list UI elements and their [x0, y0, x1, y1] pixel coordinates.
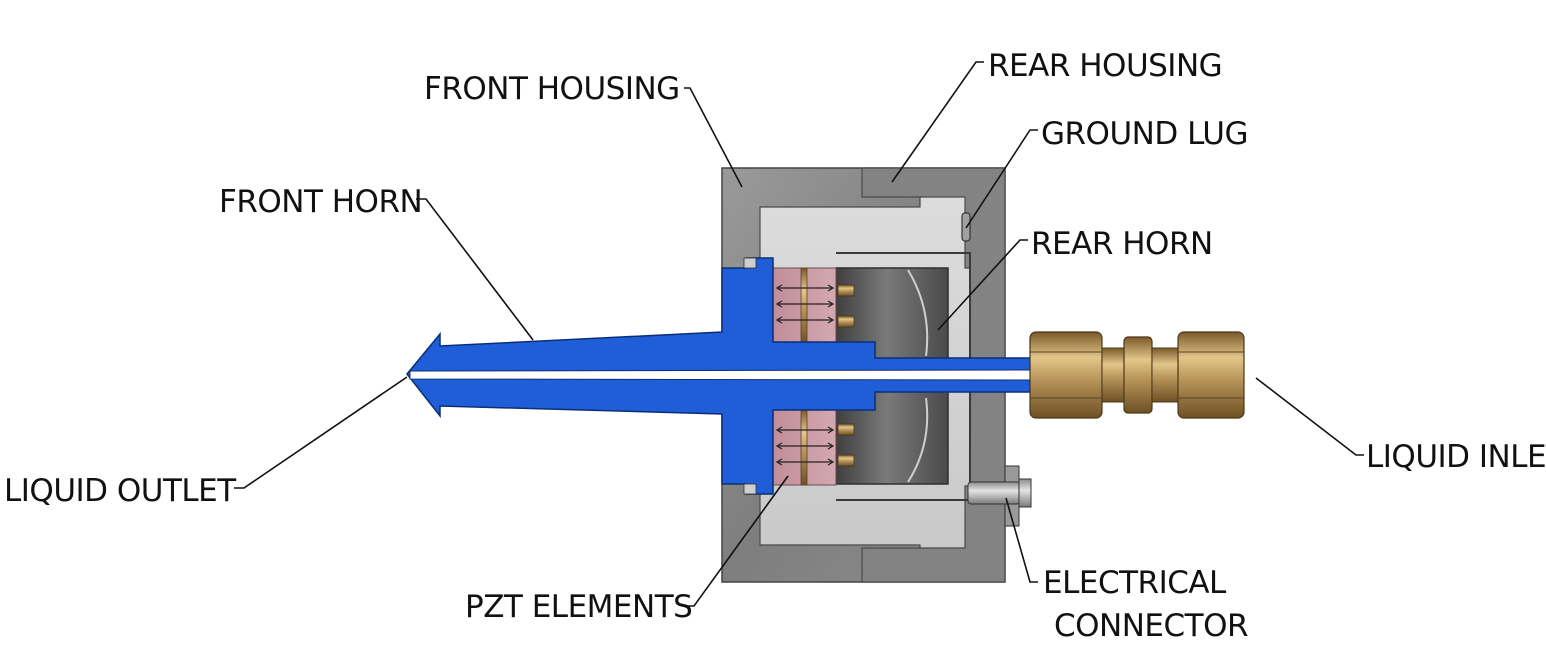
leader-liquid-inlet: [1255, 377, 1364, 456]
screw-1: [837, 284, 855, 297]
label-pzt-elements: PZT ELEMENTS: [465, 589, 692, 625]
label-front-housing: FRONT HOUSING: [424, 71, 680, 107]
leader-liquid-outlet: [234, 376, 408, 489]
fitting-nut-2: [1123, 336, 1153, 414]
leader-front-horn: [416, 198, 534, 341]
leader-lines: [234, 61, 1364, 607]
leader-rear-housing: [891, 61, 984, 183]
flange-stud-bottom: [743, 483, 757, 495]
label-ground-lug: GROUND LUG: [1041, 116, 1248, 152]
connector-collar: [1018, 478, 1032, 508]
liquid-inlet-fitting: [1029, 331, 1245, 419]
flange-stud-top: [743, 257, 757, 269]
screw-3: [837, 423, 855, 436]
label-liquid-outlet: LIQUID OUTLET: [4, 473, 237, 509]
leader-ground-lug: [965, 129, 1038, 229]
leader-electrical-connector: [1005, 497, 1038, 583]
label-liquid-inlet: LIQUID INLET: [1366, 439, 1546, 475]
label-electrical-connector-line1: ELECTRICAL: [1043, 565, 1227, 601]
electrode-top: [800, 267, 808, 344]
leader-pzt-elements: [686, 475, 789, 607]
leader-rear-horn: [937, 239, 1028, 331]
pzt-field-arrows-top: [775, 284, 835, 324]
fitting-nut-3: [1177, 331, 1245, 419]
electrode-bottom: [800, 409, 808, 486]
screw-2: [837, 315, 855, 328]
label-electrical-connector-line2: CONNECTOR: [1054, 608, 1248, 644]
electrical-connector: [967, 465, 1032, 527]
fitting-neck-2: [1151, 347, 1179, 403]
liquid-channel: [409, 369, 1031, 381]
screw-4: [837, 454, 855, 467]
label-front-horn: FRONT HORN: [219, 184, 422, 220]
rear-horn-curve-top: [907, 269, 929, 357]
fitting-neck-1: [1101, 347, 1125, 403]
pzt-field-arrows-bottom: [775, 426, 835, 466]
connector-pin: [967, 481, 1021, 505]
labels: FRONT HOUSING REAR HOUSING GROUND LUG FR…: [4, 48, 1546, 644]
rear-horn-curve-bottom: [907, 397, 929, 483]
fitting-nut-1: [1029, 331, 1103, 419]
label-rear-housing: REAR HOUSING: [988, 48, 1222, 84]
label-rear-horn: REAR HORN: [1031, 226, 1213, 262]
pzt-elements: [772, 267, 855, 486]
leader-front-housing: [684, 87, 743, 188]
